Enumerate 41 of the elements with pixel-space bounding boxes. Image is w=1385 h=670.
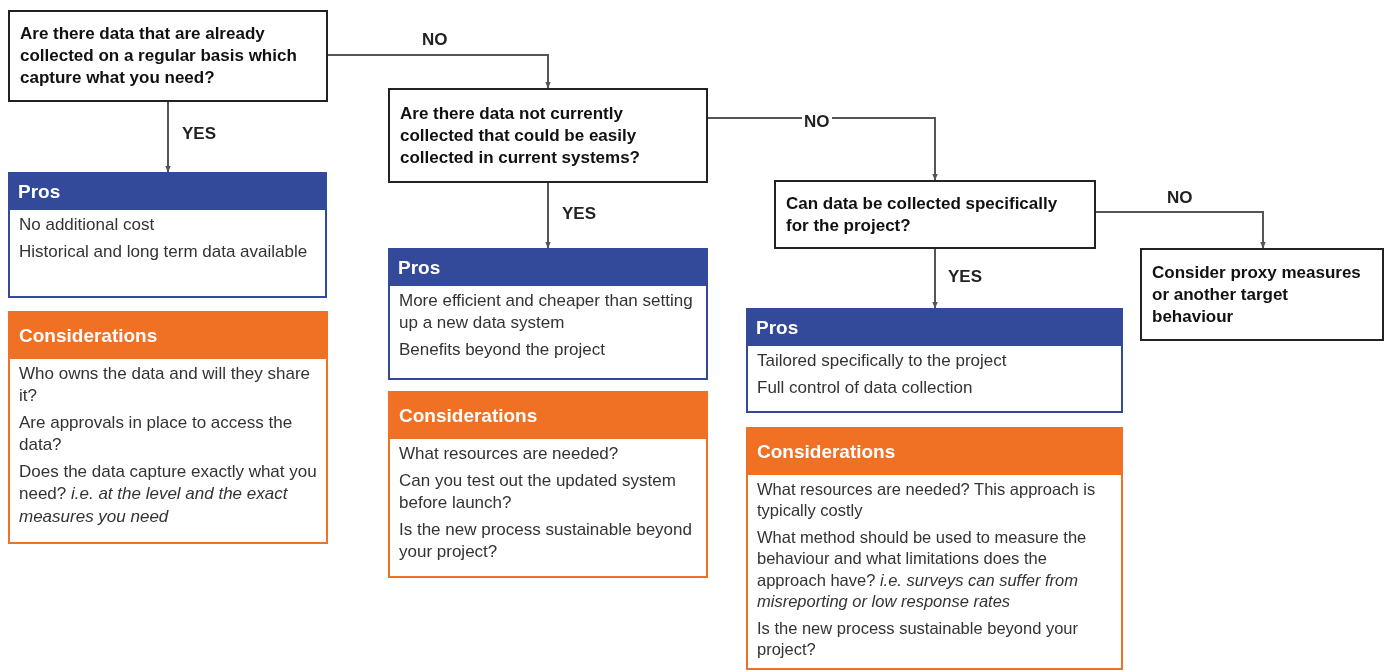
panel-heading: Considerations	[748, 429, 1121, 475]
list-item-text: More efficient and cheaper than setting up a new data system	[399, 290, 694, 335]
panel-heading: Pros	[390, 250, 706, 286]
arrow	[165, 101, 171, 173]
question-text: Are there data that are already collected on a regular basis which capture what you need?	[20, 23, 298, 89]
list-item-text: No additional cost	[19, 214, 156, 236]
list-item-text: Can you test out the updated system before launch?	[399, 470, 677, 515]
list-item-text: Who owns the data and will they share it?	[19, 363, 312, 408]
pros-panel	[388, 248, 708, 380]
considerations-panel	[746, 427, 1123, 670]
list-item-text: What resources are needed? This approach is typically costly	[757, 479, 1097, 522]
arrow	[707, 117, 938, 181]
list-item-text: Is the new process sustainable beyond your project?	[757, 617, 1080, 661]
question-box	[1140, 248, 1384, 341]
pros-panel	[8, 172, 327, 298]
list-item-text: Historical and long term data available	[19, 241, 309, 264]
list-item-text: Are approvals in place to access the data?	[19, 412, 294, 457]
list-item-text: Benefits beyond the project	[399, 339, 607, 362]
question-text: Can data be collected specifically for the project?	[786, 192, 1059, 237]
list-item-text: What method should be used to measure the behaviour and what limitations does the approach have? i.e. surveys can suffer from misreporting or low response rates	[757, 526, 1088, 613]
arrow	[932, 248, 938, 309]
question-box	[8, 10, 328, 102]
question-text: Are there data not currently collected that could be easily collected in current systems?	[400, 102, 641, 169]
arrow	[1095, 211, 1266, 249]
list-item-text: Is the new process sustainable beyond your project?	[399, 519, 693, 564]
list-item-text: Tailored specifically to the project	[757, 350, 1008, 372]
question-text: Consider proxy measures or another target behaviour	[1152, 261, 1362, 328]
considerations-panel	[388, 391, 708, 578]
question-box	[774, 180, 1096, 249]
panel-heading: Pros	[748, 310, 1121, 346]
arrow	[545, 182, 551, 249]
panel-heading: Considerations	[390, 393, 706, 439]
list-item-text: Does the data capture exactly what you need? i.e. at the level and the exact measures you need	[19, 461, 318, 528]
panel-heading: Considerations	[10, 313, 326, 359]
pros-panel	[746, 308, 1123, 413]
panel-heading: Pros	[10, 174, 325, 210]
list-item-text: What resources are needed?	[399, 443, 620, 465]
arrow	[327, 54, 551, 89]
considerations-panel	[8, 311, 328, 544]
list-item-text: Full control of data collection	[757, 377, 974, 400]
question-box	[388, 88, 708, 183]
